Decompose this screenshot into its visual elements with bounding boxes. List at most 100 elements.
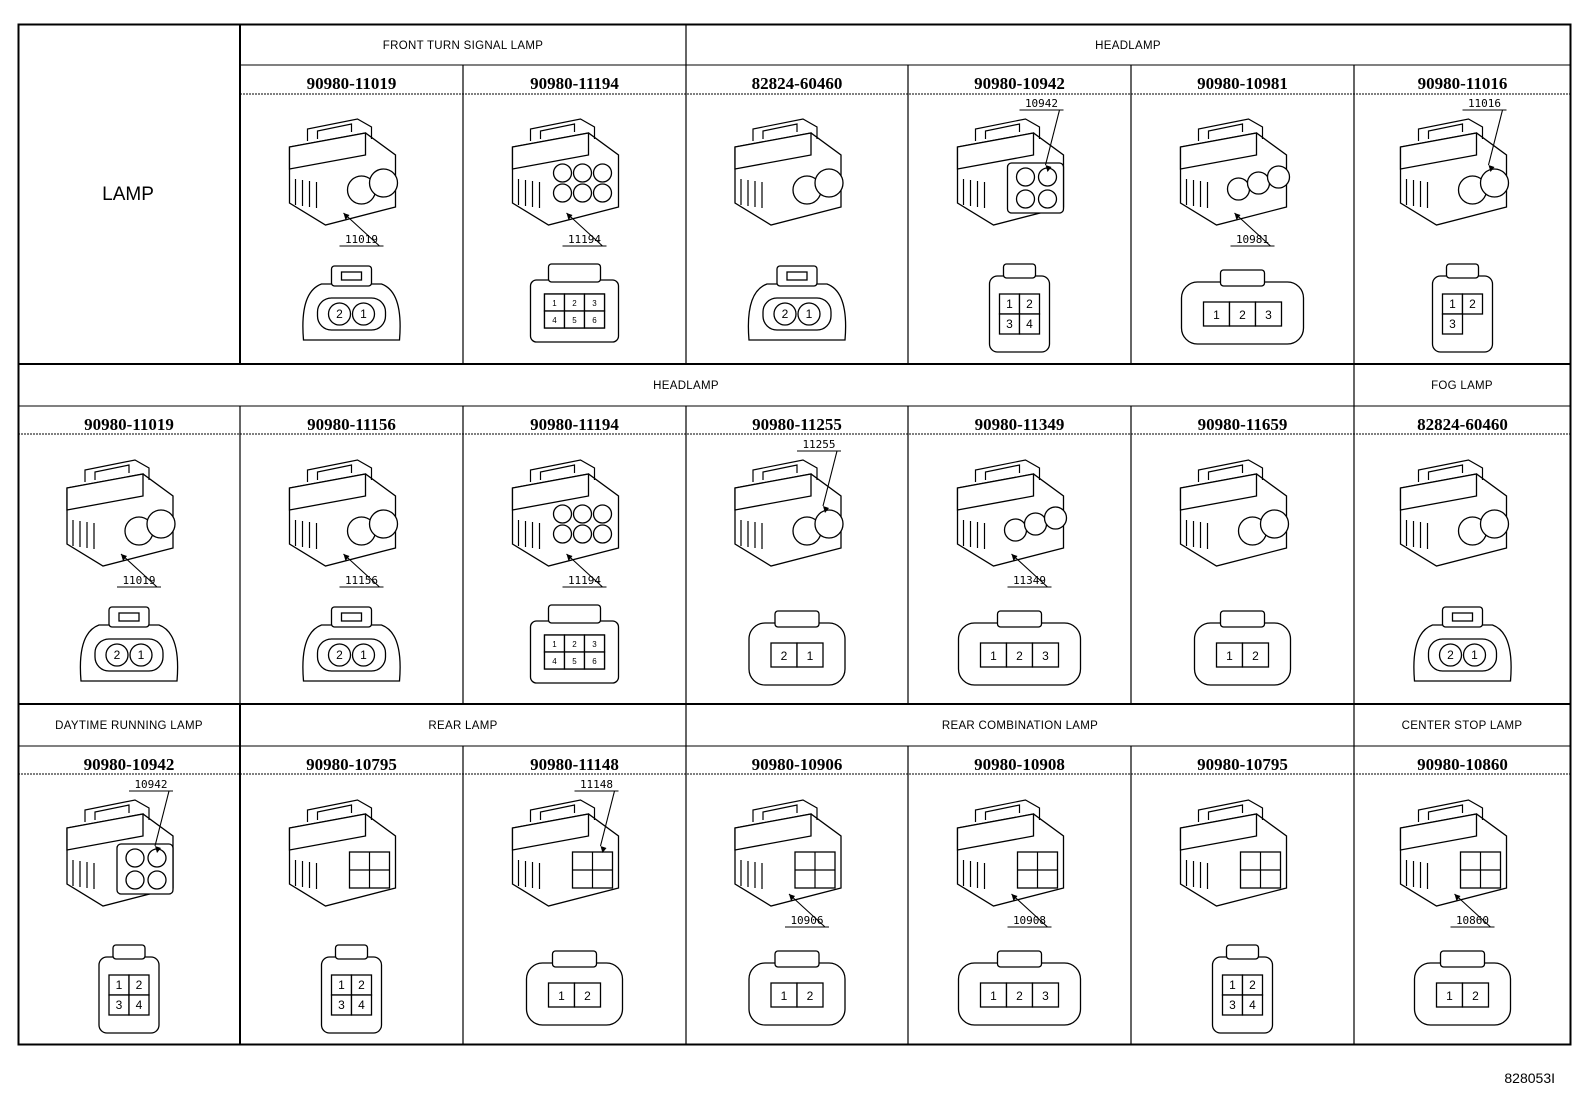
part-callout: 11016	[1462, 97, 1507, 172]
svg-text:1: 1	[990, 649, 997, 663]
svg-text:1: 1	[1446, 989, 1453, 1003]
svg-text:11255: 11255	[802, 438, 835, 451]
pin-2: 2	[128, 974, 150, 996]
svg-text:1: 1	[338, 978, 345, 992]
part-number: 90980-10795	[306, 755, 397, 774]
svg-text:10860: 10860	[1456, 914, 1489, 927]
svg-text:10908: 10908	[1013, 914, 1046, 927]
svg-text:1: 1	[1449, 297, 1456, 311]
pin-2: 2	[105, 643, 129, 667]
svg-text:2: 2	[358, 978, 365, 992]
pin-1: 1	[979, 642, 1008, 668]
svg-text:2: 2	[1469, 297, 1476, 311]
svg-text:2: 2	[572, 299, 577, 308]
svg-text:1: 1	[552, 299, 557, 308]
svg-text:10942: 10942	[134, 778, 167, 791]
svg-text:2: 2	[336, 307, 343, 321]
svg-text:3: 3	[592, 299, 597, 308]
part-number: 82824-60460	[752, 74, 843, 93]
row-label-lamp: LAMP	[102, 184, 154, 205]
svg-text:3: 3	[1006, 317, 1013, 331]
pin-1: 1	[1441, 293, 1464, 315]
pin-2: 2	[773, 302, 797, 326]
svg-text:11019: 11019	[122, 574, 155, 587]
svg-text:11019: 11019	[345, 233, 378, 246]
svg-text:2: 2	[572, 640, 577, 649]
pin-3: 3	[998, 313, 1021, 335]
pin-1: 1	[129, 643, 153, 667]
pin-4: 4	[543, 310, 566, 329]
svg-text:11156: 11156	[345, 574, 378, 587]
pin-4: 4	[1241, 994, 1264, 1016]
pin-3: 3	[1031, 982, 1060, 1008]
svg-text:1: 1	[360, 307, 367, 321]
section-rear-lamp: REAR LAMP	[428, 720, 497, 732]
part-number: 90980-11148	[530, 755, 619, 774]
pin-1: 1	[543, 634, 566, 653]
part-number: 90980-11194	[530, 74, 619, 93]
section-front-turn-signal: FRONT TURN SIGNAL LAMP	[383, 40, 543, 52]
pin-2: 2	[1018, 293, 1041, 315]
part-number: 90980-11255	[752, 415, 842, 434]
svg-text:11148: 11148	[580, 778, 613, 791]
part-callout: 10942	[129, 778, 173, 853]
svg-text:4: 4	[136, 998, 143, 1012]
part-number: 90980-10906	[752, 755, 843, 774]
pin-3: 3	[583, 293, 606, 312]
svg-text:1: 1	[116, 978, 123, 992]
part-number: 90980-11019	[307, 74, 397, 93]
svg-text:2: 2	[1239, 308, 1246, 322]
svg-text:5: 5	[572, 657, 577, 666]
pin-2: 2	[327, 302, 352, 326]
svg-text:1: 1	[1229, 978, 1236, 992]
pin-1: 1	[1435, 982, 1464, 1008]
pin-3: 3	[1254, 301, 1283, 327]
section-headlamp-top: HEADLAMP	[1095, 40, 1161, 52]
pin-2: 2	[573, 982, 602, 1008]
pin-3: 3	[1441, 313, 1464, 335]
svg-text:6: 6	[592, 316, 597, 325]
pin-1: 1	[330, 974, 353, 996]
svg-text:4: 4	[358, 998, 365, 1012]
svg-text:1: 1	[558, 989, 565, 1003]
pin-2: 2	[1228, 301, 1257, 327]
svg-text:1: 1	[1213, 308, 1220, 322]
part-callout: 11194	[562, 212, 607, 247]
pin-3: 3	[108, 994, 130, 1016]
pin-2: 2	[563, 293, 586, 312]
section-center-stop-lamp: CENTER STOP LAMP	[1402, 720, 1523, 732]
part-callout: 11148	[574, 778, 619, 853]
pin-2: 2	[327, 643, 352, 667]
svg-text:11194: 11194	[568, 233, 601, 246]
table-grid	[17, 23, 1572, 1046]
svg-text:2: 2	[1447, 648, 1454, 662]
section-daytime-running-lamp: DAYTIME RUNNING LAMP	[55, 720, 203, 732]
section-fog-lamp: FOG LAMP	[1431, 380, 1493, 392]
pin-2: 2	[796, 982, 824, 1008]
svg-text:10942: 10942	[1025, 97, 1058, 110]
part-number: 90980-11156	[307, 415, 396, 434]
svg-text:3: 3	[1042, 649, 1049, 663]
svg-text:2: 2	[1016, 649, 1023, 663]
pin-1: 1	[770, 982, 798, 1008]
pin-1: 1	[543, 293, 566, 312]
pin-3: 3	[583, 634, 606, 653]
pin-5: 5	[563, 310, 586, 329]
svg-text:6: 6	[592, 657, 597, 666]
svg-text:1: 1	[360, 648, 367, 662]
svg-text:11194: 11194	[568, 574, 601, 587]
pin-4: 4	[543, 651, 566, 670]
svg-text:2: 2	[782, 307, 789, 321]
part-callout: 11019	[339, 212, 384, 247]
part-callout: 10906	[785, 893, 829, 928]
part-callout: 10981	[1230, 212, 1275, 247]
svg-text:2: 2	[136, 978, 143, 992]
svg-text:4: 4	[1026, 317, 1033, 331]
